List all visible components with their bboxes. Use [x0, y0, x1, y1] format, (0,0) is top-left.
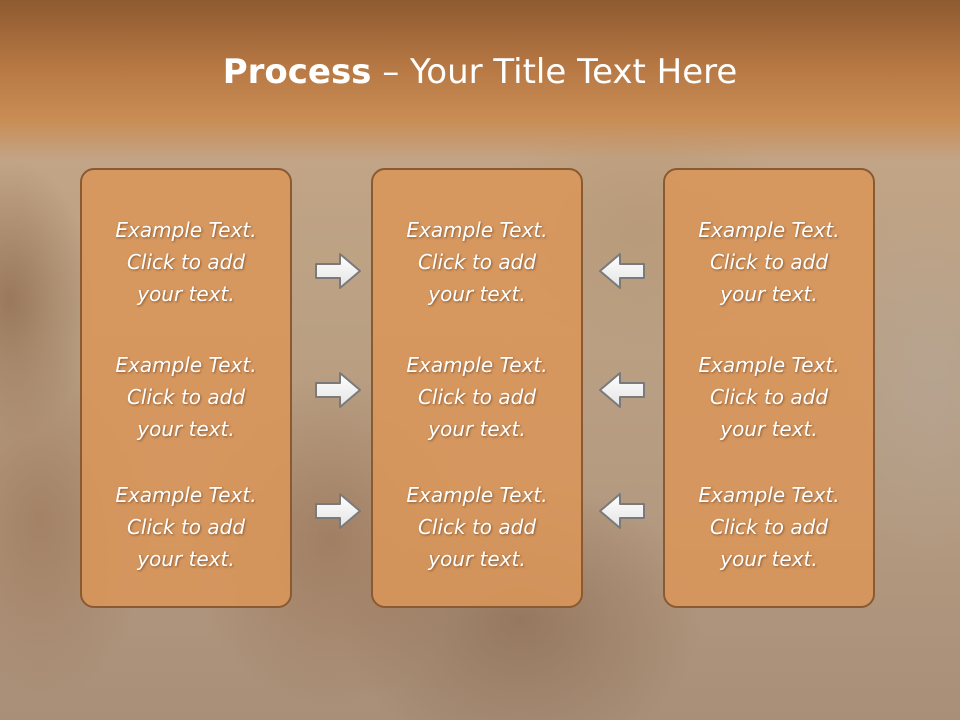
title-band [0, 0, 960, 160]
text-line: Example Text. [698, 483, 840, 507]
text-line: Example Text. [115, 353, 257, 377]
text-line: your text. [720, 547, 818, 571]
text-block[interactable]: Example Text. Click to add your text. [82, 479, 290, 575]
text-block[interactable]: Example Text. Click to add your text. [373, 479, 581, 575]
text-block[interactable]: Example Text. Click to add your text. [665, 349, 873, 445]
text-line: Example Text. [115, 218, 257, 242]
text-block[interactable]: Example Text. Click to add your text. [82, 349, 290, 445]
arrow-left-icon [599, 493, 645, 529]
text-line: your text. [137, 282, 235, 306]
text-line: your text. [428, 282, 526, 306]
text-block[interactable]: Example Text. Click to add your text. [82, 214, 290, 310]
text-line: Example Text. [698, 218, 840, 242]
arrow-right-icon [315, 493, 361, 529]
text-line: Example Text. [115, 483, 257, 507]
text-line: Click to add [417, 385, 537, 409]
text-line: Click to add [126, 250, 246, 274]
text-line: Click to add [709, 385, 829, 409]
process-box-center[interactable]: Example Text. Click to add your text. Ex… [371, 168, 583, 608]
text-line: your text. [720, 417, 818, 441]
text-line: your text. [137, 417, 235, 441]
text-line: your text. [720, 282, 818, 306]
text-line: Click to add [709, 515, 829, 539]
arrow-right-icon [315, 372, 361, 408]
text-block[interactable]: Example Text. Click to add your text. [665, 479, 873, 575]
process-box-right[interactable]: Example Text. Click to add your text. Ex… [663, 168, 875, 608]
text-line: Click to add [126, 515, 246, 539]
text-line: Example Text. [406, 218, 548, 242]
text-line: Click to add [417, 515, 537, 539]
slide-title[interactable]: Process – Your Title Text Here [0, 52, 960, 92]
arrow-left-icon [599, 253, 645, 289]
arrow-right-icon [315, 253, 361, 289]
text-block[interactable]: Example Text. Click to add your text. [373, 349, 581, 445]
arrow-left-icon [599, 372, 645, 408]
text-line: Click to add [709, 250, 829, 274]
text-line: your text. [137, 547, 235, 571]
title-rest-part: – Your Title Text Here [371, 52, 738, 92]
text-line: your text. [428, 417, 526, 441]
text-line: your text. [428, 547, 526, 571]
text-line: Example Text. [406, 353, 548, 377]
process-box-left[interactable]: Example Text. Click to add your text. Ex… [80, 168, 292, 608]
text-line: Example Text. [698, 353, 840, 377]
text-line: Click to add [126, 385, 246, 409]
text-block[interactable]: Example Text. Click to add your text. [665, 214, 873, 310]
text-block[interactable]: Example Text. Click to add your text. [373, 214, 581, 310]
text-line: Example Text. [406, 483, 548, 507]
title-bold-part: Process [222, 52, 372, 92]
text-line: Click to add [417, 250, 537, 274]
